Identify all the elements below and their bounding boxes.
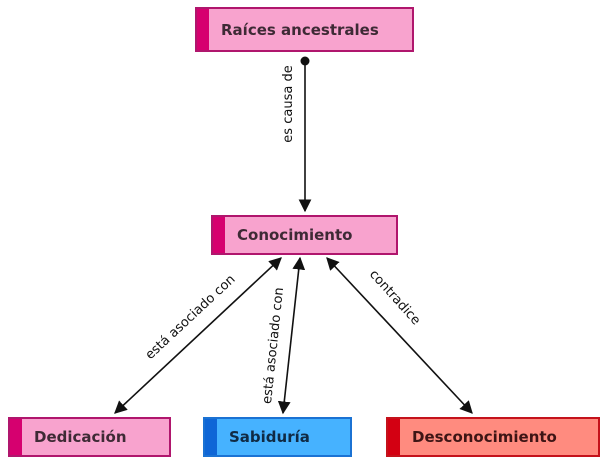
node-accent-bar [388, 419, 400, 455]
node-raices-ancestrales[interactable]: Raíces ancestrales [195, 7, 414, 52]
node-label: Sabiduría [229, 428, 310, 446]
node-accent-bar [213, 217, 225, 253]
node-label: Raíces ancestrales [221, 20, 379, 39]
edge-asociado-dedicacion: está asociado con [114, 257, 282, 414]
node-conocimiento[interactable]: Conocimiento [211, 215, 398, 255]
node-label: Desconocimiento [412, 428, 557, 446]
node-desconocimiento[interactable]: Desconocimiento [386, 417, 600, 457]
node-accent-bar [10, 419, 22, 455]
edge-line [326, 257, 473, 414]
node-accent-bar [197, 9, 209, 50]
node-dedicacion[interactable]: Dedicación [8, 417, 171, 457]
node-label: Conocimiento [237, 226, 353, 244]
edge-label-contradice: contradice [366, 267, 423, 328]
node-sabiduria[interactable]: Sabiduría [203, 417, 352, 457]
edge-line [277, 256, 306, 415]
edge-contradice: contradice [326, 257, 473, 414]
node-label: Dedicación [34, 428, 127, 446]
edge-label-es-causa-de: es causa de [281, 65, 296, 142]
node-accent-bar [205, 419, 217, 455]
edge-asociado-sabiduria: está asociado con [260, 256, 306, 415]
edge-line [114, 257, 282, 414]
edge-label-asociado-sabiduria: está asociado con [260, 287, 287, 405]
edge-es-causa-de: es causa de [281, 56, 312, 213]
edge-label-asociado-dedicacion: está asociado con [143, 272, 239, 363]
